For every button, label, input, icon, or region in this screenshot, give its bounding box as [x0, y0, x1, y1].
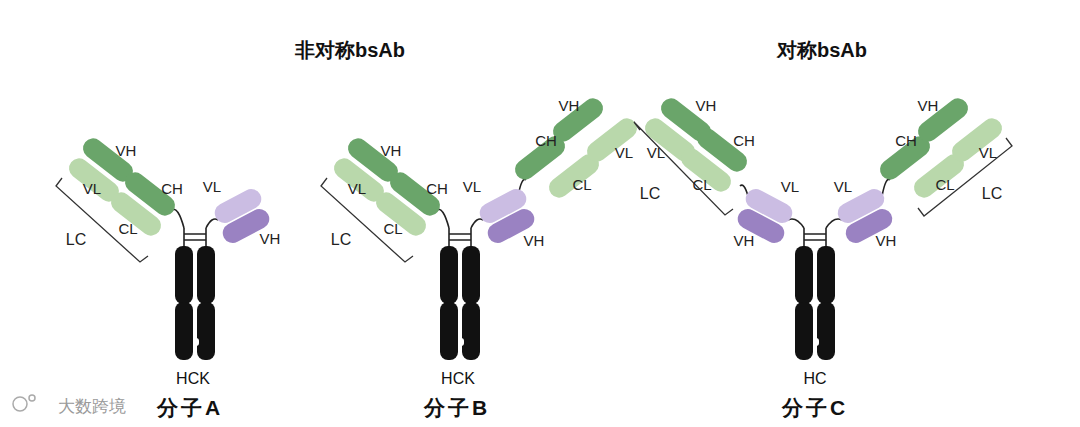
fc-domain — [462, 302, 480, 360]
domain-label: VL — [463, 179, 481, 194]
domains — [65, 94, 1006, 246]
chain-label: LC — [640, 186, 660, 202]
molecule-label: 分子C — [782, 397, 848, 418]
fc-domain — [817, 302, 835, 360]
domain — [734, 205, 788, 246]
domain-label: VL — [83, 181, 101, 196]
domain-label: CH — [426, 181, 448, 196]
domain-label: VH — [734, 233, 755, 248]
hinge — [449, 228, 471, 246]
fc-domain — [795, 302, 813, 360]
domain-label: VL — [979, 145, 997, 160]
domain — [372, 188, 430, 239]
domain-label: VH — [260, 231, 281, 246]
section-heading: 非对称bsAb — [295, 40, 405, 60]
fc-region — [175, 246, 835, 360]
domain-label: VL — [781, 179, 799, 194]
domain-label: VH — [381, 143, 402, 158]
domain-label: VH — [524, 233, 545, 248]
domain-label: VH — [876, 233, 897, 248]
chain-label: LC — [66, 232, 86, 248]
domain-label: CL — [383, 221, 402, 236]
domain-label: VL — [203, 179, 221, 194]
watermark-logo — [13, 395, 35, 411]
domain — [677, 144, 735, 195]
fc-domain — [175, 246, 193, 304]
lc-brackets — [56, 122, 1012, 262]
linker — [172, 209, 184, 228]
linker — [471, 219, 483, 228]
molecule-label: 分子B — [424, 397, 490, 418]
linker — [788, 219, 804, 228]
domain-label: CH — [535, 133, 557, 148]
fc-domain — [440, 246, 458, 304]
domain-label: CL — [572, 177, 591, 192]
chain-label: HCK — [176, 371, 210, 387]
fc-domain — [795, 246, 813, 304]
fc-domain — [813, 338, 819, 346]
domain-label: VL — [647, 145, 665, 160]
linker — [206, 219, 218, 228]
domain-label: CH — [895, 133, 917, 148]
domain-label: CL — [692, 177, 711, 192]
linker — [740, 185, 748, 196]
domain-label: VH — [918, 98, 939, 113]
domain-label: CH — [161, 181, 183, 196]
domain — [842, 205, 896, 246]
chain-label: LC — [331, 232, 351, 248]
chain-label: LC — [982, 186, 1002, 202]
fc-domain — [440, 302, 458, 360]
chain-label: HC — [803, 371, 826, 387]
domain-label: VH — [559, 98, 580, 113]
linker — [437, 209, 449, 228]
section-heading: 对称bsAb — [777, 40, 867, 60]
domain-label: CL — [935, 177, 954, 192]
linker — [826, 219, 842, 228]
domain — [583, 114, 641, 165]
domain-label: VH — [696, 98, 717, 113]
fc-domain — [458, 338, 464, 346]
domain-label: VL — [615, 145, 633, 160]
fc-domain — [462, 246, 480, 304]
domain — [107, 188, 165, 239]
fc-domain — [175, 302, 193, 360]
fc-domain — [817, 246, 835, 304]
domain-label: VL — [348, 181, 366, 196]
fc-domain — [197, 302, 215, 360]
fc-domain — [193, 338, 199, 346]
linker — [882, 179, 890, 196]
domain-label: CL — [118, 221, 137, 236]
domain-label: CH — [733, 133, 755, 148]
chain-label: HCK — [441, 371, 475, 387]
fc-domain — [197, 246, 215, 304]
molecule-label: 分子A — [157, 397, 223, 418]
watermark: 大数跨境 — [58, 398, 126, 415]
hinge — [184, 228, 206, 246]
domain-label: VL — [834, 179, 852, 194]
hinge — [804, 228, 826, 246]
domain-label: VH — [116, 143, 137, 158]
